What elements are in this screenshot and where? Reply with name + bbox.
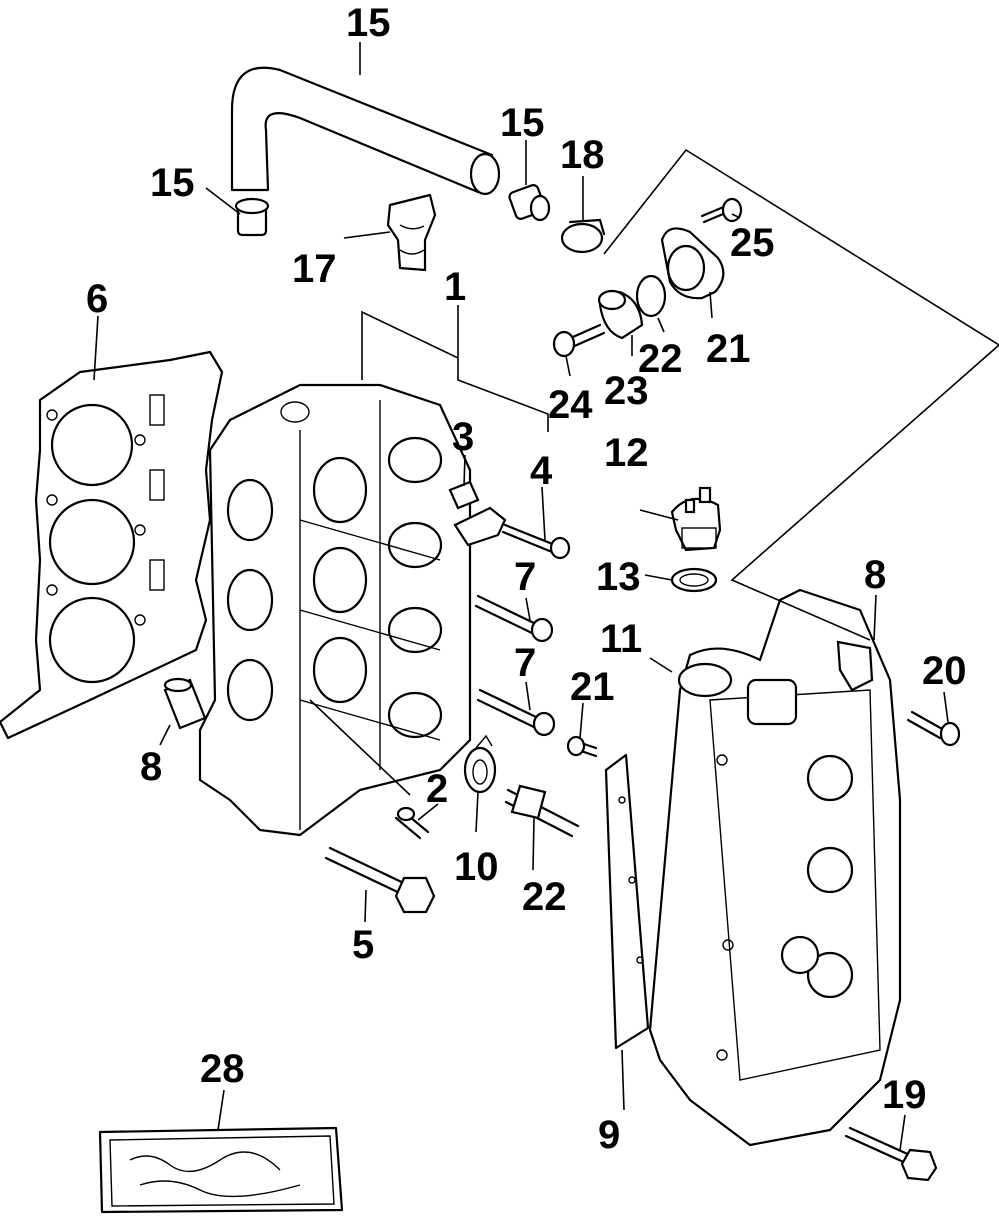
callout-15-left: 15	[150, 161, 195, 205]
callout-11: 10	[454, 845, 499, 889]
gasket-kit	[98, 1126, 344, 1214]
callout-12: 11	[600, 617, 642, 661]
callout-3: 3	[452, 415, 474, 459]
callout-24: 22	[638, 337, 683, 381]
hose-fitting-left	[234, 197, 270, 237]
hose-fitting-right	[508, 184, 551, 222]
callout-4: 4	[530, 449, 553, 493]
callout-23: 21	[706, 327, 751, 371]
fitting-3	[448, 480, 507, 547]
callout-6: 6	[86, 277, 108, 321]
thermostat-cover	[660, 227, 725, 300]
callout-16: 15	[346, 1, 391, 45]
bolt-7-lower	[476, 688, 556, 737]
filler-plug	[670, 486, 722, 552]
callout-27: 25	[730, 221, 775, 265]
head-gasket	[0, 350, 224, 740]
callout-10: 9	[598, 1113, 620, 1157]
leader-lines	[93, 42, 949, 1151]
callout-20: 20	[922, 649, 967, 693]
washer-11	[463, 734, 497, 794]
bolt-26	[552, 323, 606, 358]
callout-8: 8	[140, 745, 162, 789]
bolt-7-upper	[474, 594, 554, 643]
cylinder-head	[198, 383, 472, 837]
callout-15-right: 15	[500, 101, 545, 145]
bolt-4	[501, 523, 571, 560]
head-cover	[648, 588, 902, 1147]
hose-clip	[386, 193, 437, 272]
gasket-14	[670, 567, 718, 593]
thermostat	[597, 289, 644, 340]
callout-17: 17	[292, 247, 337, 291]
callout-28: 28	[200, 1047, 245, 1091]
callout-7-lower: 7	[514, 641, 536, 685]
dowel-pin	[163, 677, 207, 730]
hose-clamp	[560, 218, 606, 254]
o-ring	[635, 274, 667, 318]
callout-2: 2	[426, 767, 448, 811]
callout-labels: 15 15 15 18 17 25 1 6 22 21 23 24 3 12 4…	[86, 1, 967, 1157]
assembly-bracket	[603, 148, 999, 641]
bolt-27	[700, 197, 743, 224]
stud-2	[394, 806, 430, 840]
callout-18: 18	[560, 133, 605, 177]
callout-21: 21	[570, 665, 615, 709]
bolt-5	[324, 846, 436, 914]
callout-19: 19	[882, 1073, 927, 1117]
bolt-19	[844, 1126, 938, 1182]
sensor-22	[504, 784, 580, 838]
callout-1: 1	[444, 265, 466, 309]
callout-26: 24	[548, 383, 593, 427]
callout-7-upper: 7	[514, 555, 536, 599]
cover-gasket	[604, 753, 650, 1050]
callout-25: 23	[604, 369, 649, 413]
callout-22: 22	[522, 875, 567, 919]
callout-13: 12	[604, 431, 649, 475]
bolt-21	[566, 735, 598, 758]
callout-5: 5	[352, 923, 374, 967]
bolt-20	[906, 710, 961, 747]
breather-hose	[230, 66, 501, 196]
callout-9: 8	[864, 553, 886, 597]
callout-14: 13	[596, 555, 641, 599]
